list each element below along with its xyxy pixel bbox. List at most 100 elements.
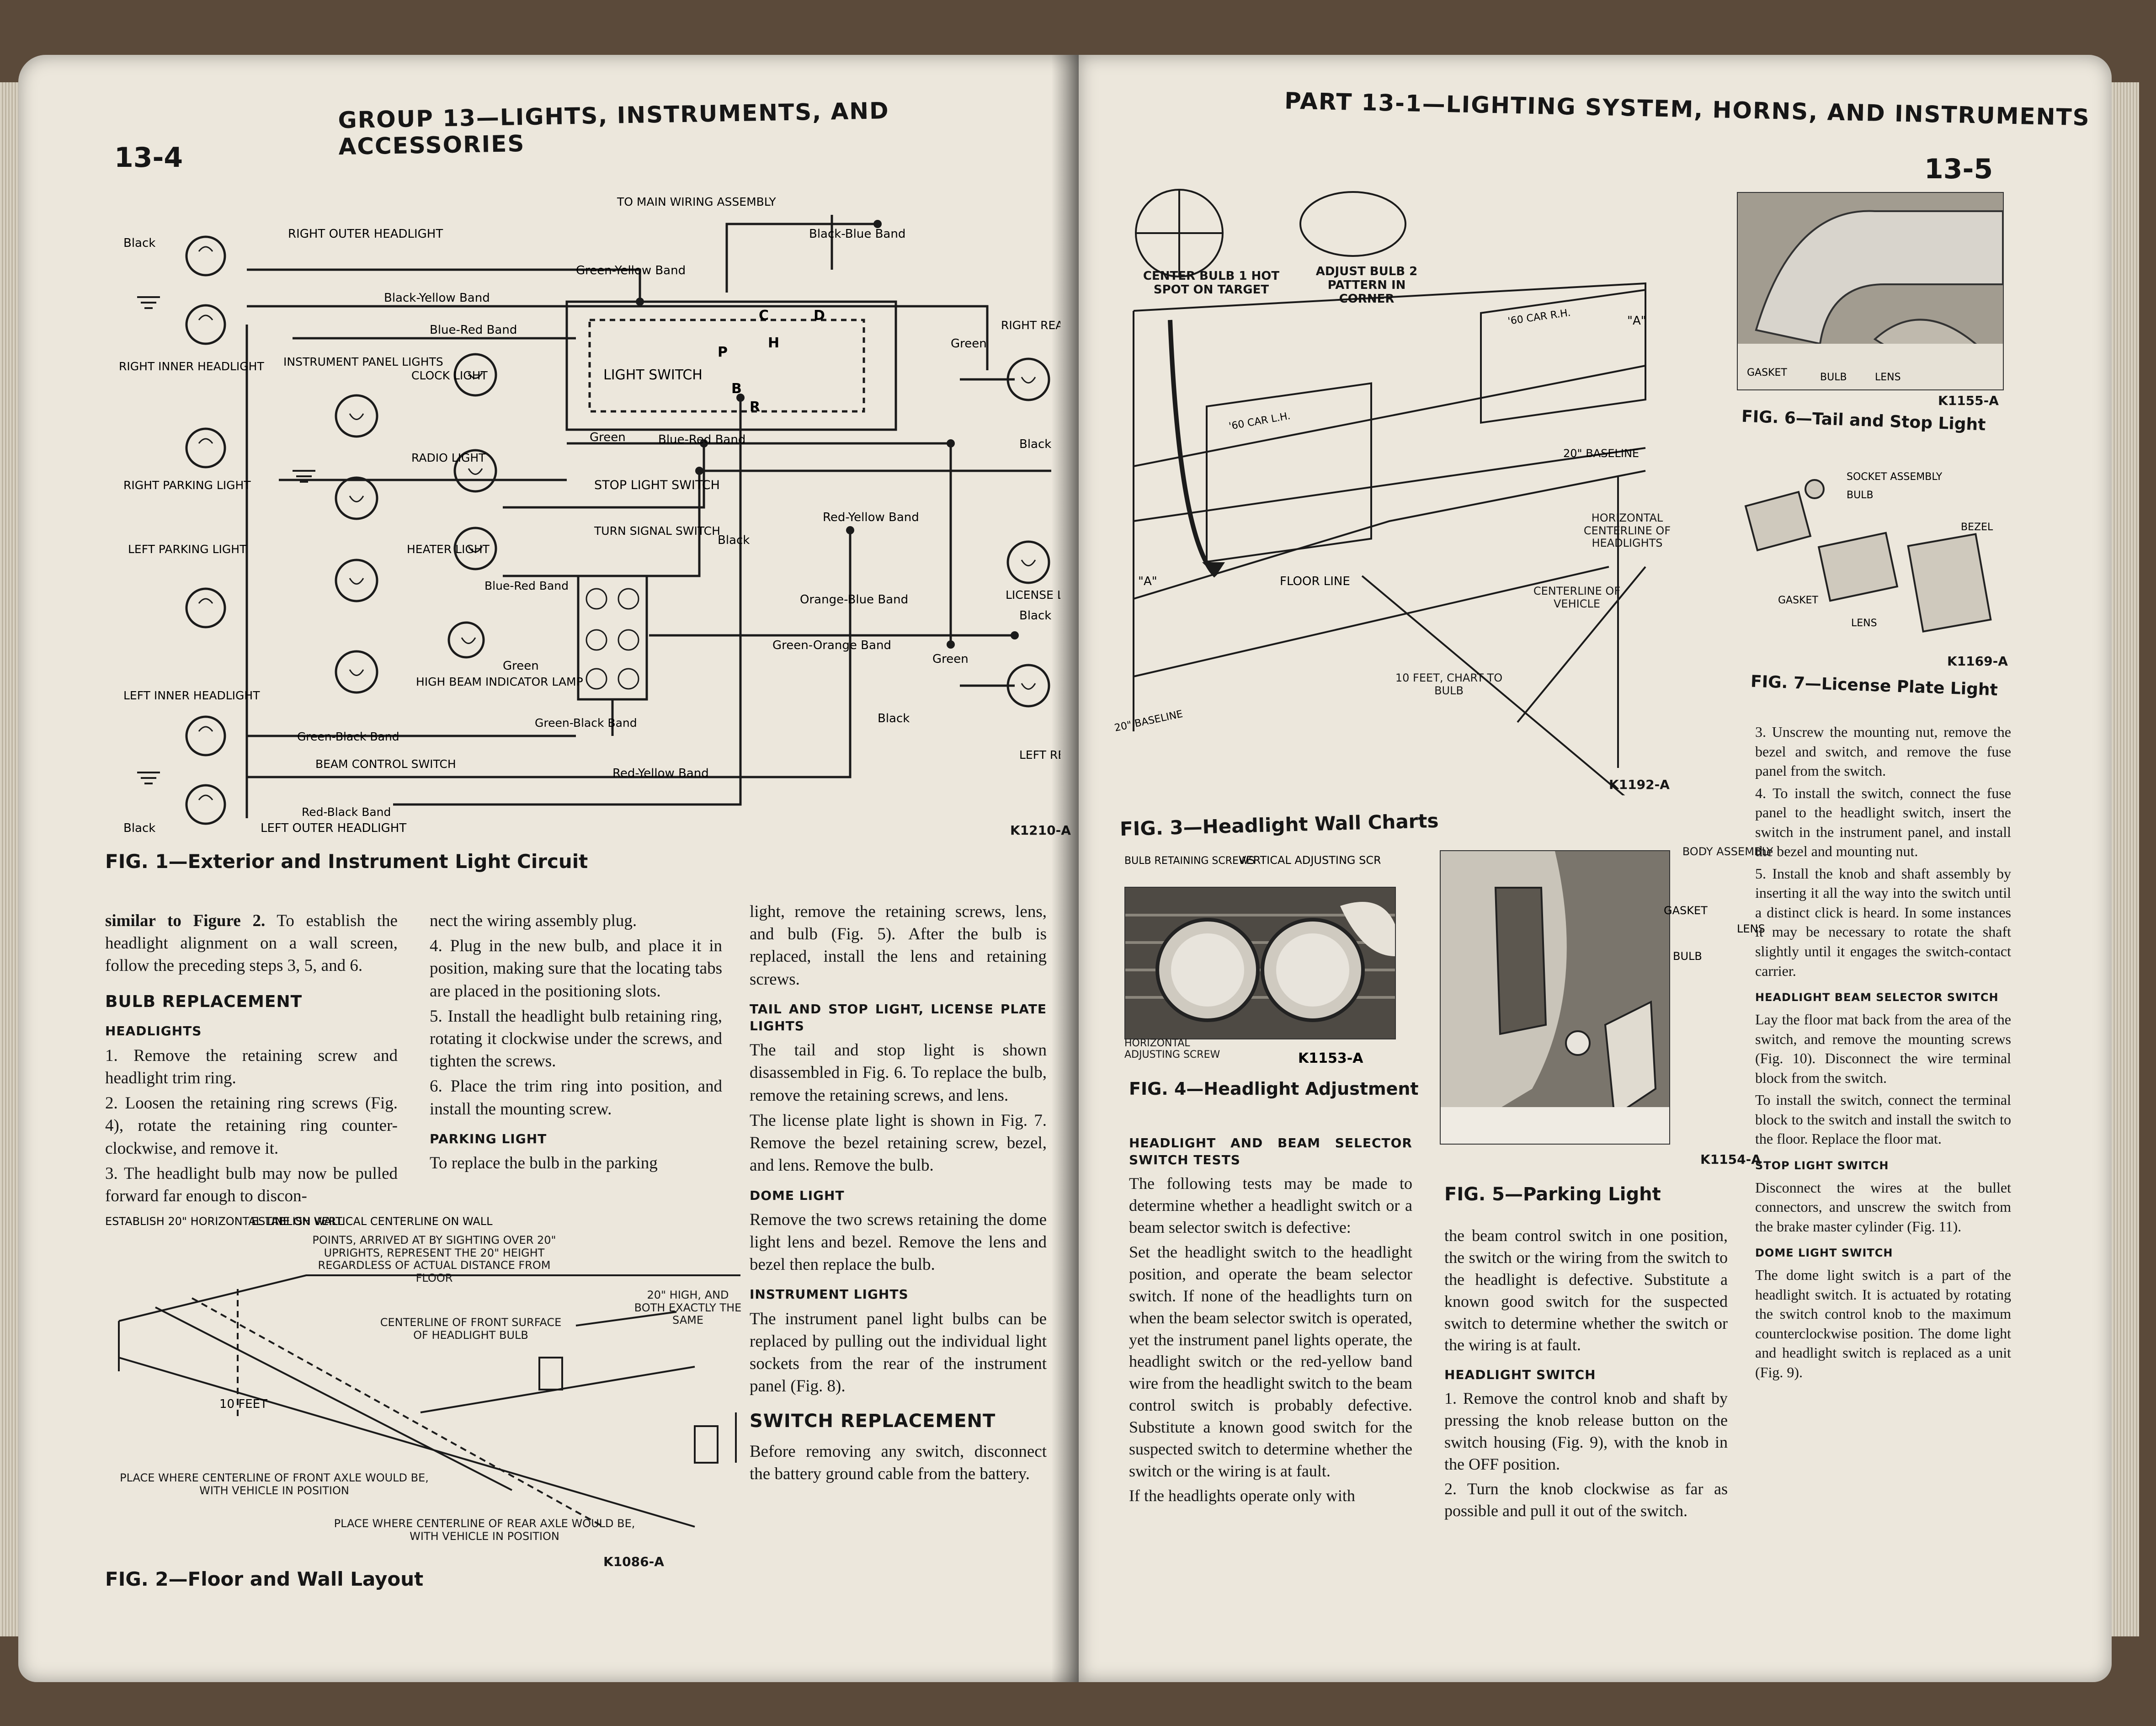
col3-dome-text: Remove the two screws retaining the dome… — [750, 1210, 1047, 1274]
fig3-label-baseline-right: 20" BASELINE — [1563, 447, 1639, 460]
fig1-label-red-yellow-band-mid: Red-Yellow Band — [823, 511, 919, 524]
right-page-edges — [2112, 82, 2139, 1636]
right-page: PART 13-1—LIGHTING SYSTEM, HORNS, AND IN… — [1079, 55, 2112, 1682]
fig4-horizontal-fo: HORIZONTAL ADJUSTING SCREW — [1124, 1038, 1220, 1061]
fig7-license-plate-light: SOCKET ASSEMBLY BULB BEZEL GASKET LENS — [1741, 453, 2007, 654]
fig5-label-lens: LENS — [1737, 922, 1765, 935]
heading-dome-light-switch: DOME LIGHT SWITCH — [1755, 1247, 1893, 1260]
fig4-svg — [1125, 888, 1395, 1039]
heading-dome-light: DOME LIGHT — [750, 1188, 845, 1203]
fig5-labels-svg: BODY ASSEMBLY GASKET LENS BULB — [1664, 846, 1773, 963]
fig3-wall-charts: CENTER BULB 1 HOT SPOT ON TARGET ADJUST … — [1106, 174, 1691, 815]
fig2-label-centerline-front: CENTERLINE OF FRONT SURFACE OF HEADLIGHT… — [380, 1316, 562, 1342]
right-page-number: 13-5 — [1924, 153, 1993, 185]
fig1-label-black-lic: Black — [1019, 609, 1051, 623]
fig3-label-10-feet-chart: 10 FEET, CHART TO BULB — [1395, 672, 1503, 697]
colC-dome-text: The dome light switch is a part of the h… — [1755, 1267, 2011, 1381]
fig4-label-horizontal-adjusting: HORIZONTAL ADJUSTING SCREW — [1124, 1038, 1220, 1061]
left-page-number: 13-4 — [114, 142, 183, 174]
fig7-label-socket-assembly: SOCKET ASSEMBLY — [1847, 471, 1943, 483]
fig2-caption: FIG. 2—Floor and Wall Layout — [105, 1568, 424, 1590]
colC-step-4: 4. To install the switch, connect the fu… — [1755, 784, 2011, 860]
fig2-label-20-high: 20" HIGH, AND BOTH EXACTLY THE SAME — [634, 1289, 742, 1327]
fig1-wiring-diagram: Black RIGHT OUTER HEADLIGHT RIGHT INNER … — [110, 187, 1079, 859]
col2-parking-text: To replace the bulb in the parking — [430, 1154, 658, 1173]
fig1-label-radio-light: RADIO LIGHT — [411, 451, 486, 464]
fig1-label-right-parking-light: RIGHT PARKING LIGHT — [123, 479, 251, 492]
fig2-label-rear-axle: PLACE WHERE CENTERLINE OF REAR AXLE WOUL… — [334, 1518, 635, 1543]
heading-bulb-replacement: BULB REPLACEMENT — [105, 992, 303, 1011]
fig3-code: K1192-A — [1609, 777, 1670, 792]
colC-step-5: 5. Install the knob and shaft assembly b… — [1755, 865, 2011, 979]
fig3-centerline-fo: CENTERLINE OF VEHICLE — [1533, 585, 1621, 610]
fig1-label-beam-control-switch: BEAM CONTROL SWITCH — [315, 757, 456, 771]
fig7-label-gasket: GASKET — [1778, 595, 1818, 606]
fig7-svg: SOCKET ASSEMBLY BULB BEZEL GASKET LENS — [1744, 471, 1993, 633]
fig1-label-to-main-wiring: TO MAIN WIRING ASSEMBLY — [617, 195, 776, 208]
colA-tests-intro: The following tests may be made to deter… — [1129, 1174, 1412, 1237]
fig3-ten-feet-fo: 10 FEET, CHART TO BULB — [1395, 672, 1503, 697]
fig1-label-green-yellow-band: Green-Yellow Band — [576, 264, 686, 277]
heading-parking-light: PARKING LIGHT — [430, 1131, 547, 1146]
fig5-parking-light-photo — [1440, 850, 1670, 1145]
col3-instrument-text: The instrument panel light bulbs can be … — [750, 1309, 1047, 1396]
fig2-label-10-feet: 10 FEET — [219, 1397, 267, 1411]
fig2-points-fo: POINTS, ARRIVED AT BY SIGHTING OVER 20" … — [312, 1234, 556, 1284]
fig5-code: K1154-A — [1700, 1152, 1761, 1167]
col2-step-5: 5. Install the headlight bulb retaining … — [430, 1007, 722, 1071]
fig2-floor-layout: ESTABLISH 20" HORIZONTAL LINE ON WALL ES… — [101, 1207, 750, 1572]
fig4-label-bulb-retaining: BULB RETAINING SCREWS — [1124, 855, 1255, 867]
fig5-labels: BODY ASSEMBLY GASKET LENS BULB — [1650, 846, 1787, 1038]
fig7-code: K1169-A — [1947, 654, 2008, 669]
left-page: 13-4 GROUP 13—LIGHTS, INSTRUMENTS, AND A… — [18, 55, 1079, 1682]
fig1-label-high-beam-indicator: HIGH BEAM INDICATOR LAMP — [416, 675, 583, 688]
fig1-label-blue-red-band-mid: Blue-Red Band — [658, 433, 745, 447]
fig1-terminal-b: B — [731, 381, 742, 397]
fig1-label-red-black-band: Red-Black Band — [302, 805, 391, 819]
left-text-column-2: nect the wiring assembly plug. 4. Plug i… — [430, 910, 722, 1177]
fig3-label-centerline-vehicle: CENTERLINE OF VEHICLE — [1533, 585, 1621, 610]
fig6-caption: FIG. 6—Tail and Stop Light — [1741, 407, 1986, 435]
col3-switch-text: Before removing any switch, disconnect t… — [750, 1442, 1047, 1483]
fig1-label-green-right: Green — [932, 652, 969, 666]
fig1-label-black-mid: Black — [718, 533, 750, 547]
fig1-label-green-black-band-1: Green-Black Band — [297, 730, 399, 743]
fig1-label-green-rr: Green — [951, 337, 987, 351]
heading-headlights: HEADLIGHTS — [105, 1023, 202, 1039]
fig6-label-bulb: BULB — [1820, 372, 1847, 383]
fig1-label-green-left: Green — [503, 659, 539, 673]
fig1-terminal-c: C — [759, 308, 769, 324]
col2-step-6: 6. Place the trim ring into position, an… — [430, 1077, 722, 1119]
fig1-label-left-outer-headlight: LEFT OUTER HEADLIGHT — [261, 821, 406, 835]
fig1-terminal-h: H — [768, 335, 779, 351]
fig1-label-clock-light: CLOCK LIGHT — [411, 369, 488, 382]
heading-tail-stop-light: TAIL AND STOP LIGHT, LICENSE PLATE LIGHT… — [750, 1001, 1047, 1034]
fig6-label-lens: LENS — [1875, 372, 1901, 383]
fig1-label-black-rr: Black — [1019, 437, 1051, 451]
heading-stop-light-switch: STOP LIGHT SWITCH — [1755, 1159, 1889, 1172]
fig2-label-front-axle: PLACE WHERE CENTERLINE OF FRONT AXLE WOU… — [120, 1472, 429, 1497]
fig7-label-bezel: BEZEL — [1961, 522, 1993, 533]
col3-tail-text-1: The tail and stop light is shown disasse… — [750, 1041, 1047, 1105]
colB-step-1: 1. Remove the control knob and shaft by … — [1444, 1389, 1728, 1474]
fig3-label-floor-line: FLOOR LINE — [1280, 575, 1350, 588]
colC-beam-text-1: Lay the floor mat back from the area of … — [1755, 1011, 2011, 1086]
fig4-caption: FIG. 4—Headlight Adjustment — [1129, 1079, 1419, 1099]
fig1-terminal-p: P — [718, 344, 728, 360]
fig6-svg: GASKET BULB LENS — [1738, 193, 2003, 389]
fig4-top-labels: BULB RETAINING SCREWS VERTICAL ADJUSTING… — [1124, 850, 1399, 887]
left-text-column-3: light, remove the retaining screws, lens… — [750, 900, 1047, 1488]
colC-stop-text: Disconnect the wires at the bullet conne… — [1755, 1179, 2011, 1235]
fig1-label-red-yellow-band-low: Red-Yellow Band — [612, 767, 709, 780]
fig7-label-lens: LENS — [1851, 618, 1877, 629]
fig3-label-adjust-bulb: ADJUST BULB 2 PATTERN IN CORNER — [1315, 265, 1418, 306]
fig2-centerline-fo: CENTERLINE OF FRONT SURFACE OF HEADLIGHT… — [380, 1316, 562, 1342]
fig4-headlight-photo — [1124, 887, 1396, 1039]
fig3-svg: CENTER BULB 1 HOT SPOT ON TARGET ADJUST … — [1113, 189, 1671, 815]
colC-step-3: 3. Unscrew the mounting nut, remove the … — [1755, 724, 2011, 779]
fig1-label-heater-light: HEATER LIGHT — [407, 543, 490, 556]
col1-step-2: 2. Loosen the retaining ring screws (Fig… — [105, 1094, 398, 1158]
col1-intro: To establish the headlight alignment on … — [105, 911, 398, 975]
right-page-header: PART 13-1—LIGHTING SYSTEM, HORNS, AND IN… — [1284, 87, 2091, 131]
heading-switch-replacement: SWITCH REPLACEMENT — [750, 1411, 996, 1432]
